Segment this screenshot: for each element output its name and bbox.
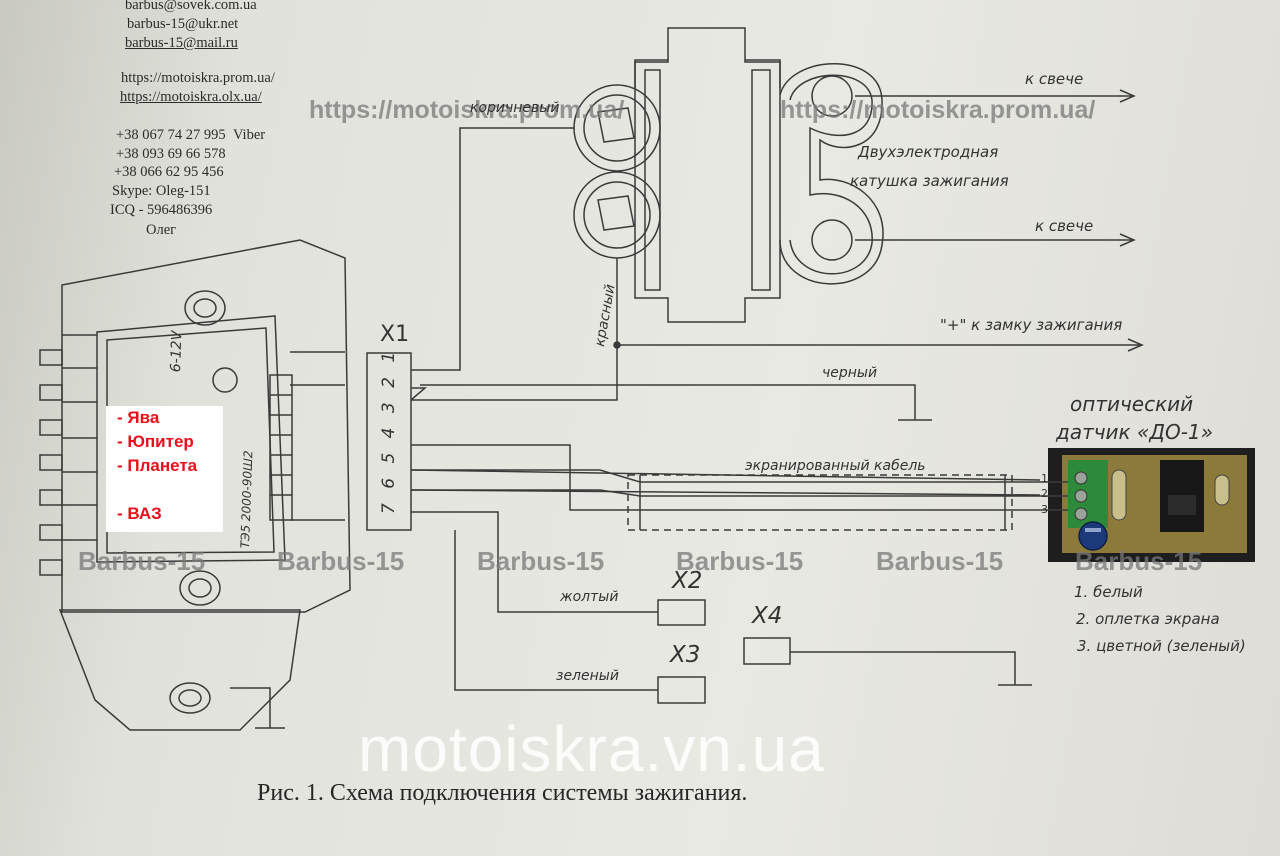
phone-2: +38 093 69 66 578 xyxy=(116,146,226,162)
email-3-link[interactable]: barbus-15@mail.ru xyxy=(125,35,238,51)
coil-label-line2: катушка зажигания xyxy=(850,172,1009,190)
coil-label-line1: Двухэлектродная xyxy=(858,143,999,161)
wire-label-brown: коричневый xyxy=(470,100,560,116)
application-item: - Ява xyxy=(117,408,160,427)
watermark-barbus-2: Barbus-15 xyxy=(277,546,405,576)
shielded-cable xyxy=(627,474,1013,531)
sensor-legend-3: 3. цветной (зеленый) xyxy=(1077,637,1246,655)
sensor-pin-3: 3 xyxy=(1041,503,1048,516)
email-2: barbus-15@ukr.net xyxy=(127,16,239,32)
watermark-barbus-4: Barbus-15 xyxy=(676,546,804,576)
sensor-legend-2: 2. оплетка экрана xyxy=(1076,610,1220,628)
sensor-pin-1: 1 xyxy=(1041,472,1048,485)
watermark-barbus-5: Barbus-15 xyxy=(876,546,1004,576)
optical-sensor-board xyxy=(1048,448,1255,562)
phone-3: +38 066 62 95 456 xyxy=(114,164,224,180)
application-item: - Юпитер xyxy=(117,432,194,451)
site-1: https://motoiskra.prom.ua/ xyxy=(121,70,275,86)
phone-1-note: Viber xyxy=(232,127,266,143)
sensor-legend-1: 1. белый xyxy=(1074,583,1143,601)
application-item: - Планета xyxy=(117,456,198,475)
ignition-module-outline xyxy=(39,239,351,731)
cable-ferrules xyxy=(639,475,1006,530)
icq: ICQ - 596486396 xyxy=(110,202,213,218)
output-to-plug-1: к свече xyxy=(1025,70,1084,88)
applications-box: - Ява - Юпитер - Планета - ВАЗ xyxy=(106,406,223,532)
application-item: - ВАЗ xyxy=(117,504,162,523)
sensor-title-2: датчик «ДО-1» xyxy=(1056,420,1213,444)
watermark-barbus-6: Barbus-15 xyxy=(1075,546,1203,576)
output-lines xyxy=(617,89,1144,352)
watermark-site-right: https://motoiskra.prom.ua/ xyxy=(780,96,1096,124)
watermark-barbus-3: Barbus-15 xyxy=(477,546,605,576)
contact-name: Олег xyxy=(146,222,177,238)
wire-label-shielded: экранированный кабель xyxy=(745,458,926,474)
wire-label-yellow: жолтый xyxy=(560,589,619,605)
phone-1: +38 067 74 27 995 Viber xyxy=(116,127,266,143)
connector-x1-pins: 7 6 5 4 3 2 1 xyxy=(379,347,399,514)
sensor-title-1: оптический xyxy=(1070,392,1194,416)
sensor-wires xyxy=(1040,481,1068,511)
sensor-pin-2: 2 xyxy=(1041,487,1048,500)
wire-label-black: черный xyxy=(822,365,878,381)
watermark-barbus-1: Barbus-15 xyxy=(78,546,206,576)
watermark-site-left: https://motoiskra.prom.ua/ xyxy=(309,96,625,124)
site-2-link[interactable]: https://motoiskra.olx.ua/ xyxy=(120,89,262,105)
email-1: barbus@sovek.com.ua xyxy=(125,0,257,13)
skype: Skype: Oleg-151 xyxy=(112,183,211,199)
connector-x4-label: X4 xyxy=(752,603,783,629)
figure-caption: Рис. 1. Схема подключения системы зажига… xyxy=(257,780,748,806)
ignition-coil-outline xyxy=(573,27,884,323)
connector-x1-label: X1 xyxy=(380,322,410,347)
connector-x2-label: X2 xyxy=(672,568,703,594)
output-to-plug-2: к свече xyxy=(1035,217,1094,235)
wire-label-green: зеленый xyxy=(556,668,619,684)
connector-boxes xyxy=(657,599,791,704)
output-to-ignition-switch: "+" к замку зажигания xyxy=(940,316,1123,334)
watermark-big: motoiskra.vn.ua xyxy=(358,713,825,785)
connector-x3-label: X3 xyxy=(670,642,701,668)
module-voltage: 6-12V xyxy=(168,330,186,373)
connector-x1-body xyxy=(366,352,412,531)
wires xyxy=(410,127,1041,691)
